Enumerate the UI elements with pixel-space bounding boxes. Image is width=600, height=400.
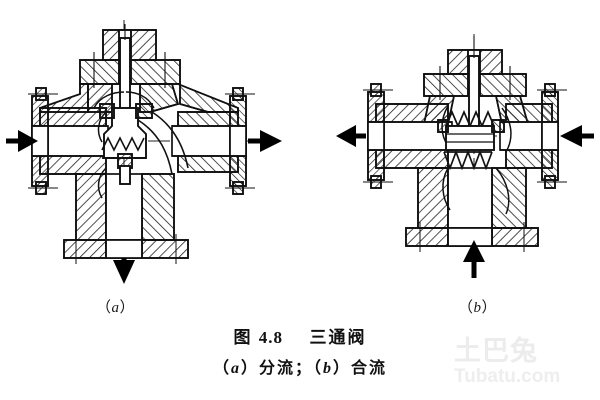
caption-label: 图 [233,328,253,347]
right-flange-studs [225,87,255,195]
flow-arrow-left-out [336,125,366,147]
caption-number: 4.8 [258,328,283,347]
bottom-flange-studs [75,234,177,264]
caption-sub-b-open: （ [313,360,324,377]
flow-arrow-left-in [6,130,38,152]
caption-sub-b-letter: b [323,360,334,377]
sub-label-b-letter: b [473,300,482,316]
caption-sub-a-letter: a [230,360,241,377]
sub-label-b-close: ） [481,300,498,316]
figure-caption: 图 4.8 三通阀 （a）分流；（b）合流 [0,326,600,382]
left-flange-studs [28,87,58,195]
flow-arrow-bottom-in [463,240,485,278]
figure-area: （a） （b） [2,8,598,317]
left-flange-studs [363,83,393,189]
caption-sub-a-text: 分流； [258,360,313,377]
sub-label-b-open: （ [458,300,474,316]
right-flange-studs [537,83,567,189]
bonnet-studs [439,66,511,100]
caption-sub-a-close: ） [240,360,259,377]
caption-sub-b-text: 合流 [351,360,388,377]
valve-a-drawing [6,20,282,284]
caption-sub-b-close: ） [333,360,352,377]
valve-diagram-b [336,28,598,290]
bottom-flange-studs [419,222,525,252]
valve-b-drawing [336,34,594,278]
sub-label-b: （b） [458,296,497,317]
caption-title-line: 图 4.8 三通阀 [0,326,600,350]
caption-title: 三通阀 [309,328,367,347]
bonnet-studs [93,52,166,88]
sub-label-a-close: ） [119,300,136,316]
sub-label-a-letter: a [111,300,120,316]
valve-diagram-a [2,8,294,298]
flow-arrow-right-out [248,130,282,152]
valve-plug-assembly [99,103,153,185]
flow-arrow-bottom-out [113,258,135,284]
caption-sub-line: （a）分流；（b）合流 [0,356,600,382]
valve-plug-assembly [437,109,505,171]
caption-sub-a-open: （ [212,360,231,377]
sub-label-a-open: （ [96,300,112,316]
flow-arrow-right-in [560,125,594,147]
sub-label-a: （a） [96,296,135,317]
